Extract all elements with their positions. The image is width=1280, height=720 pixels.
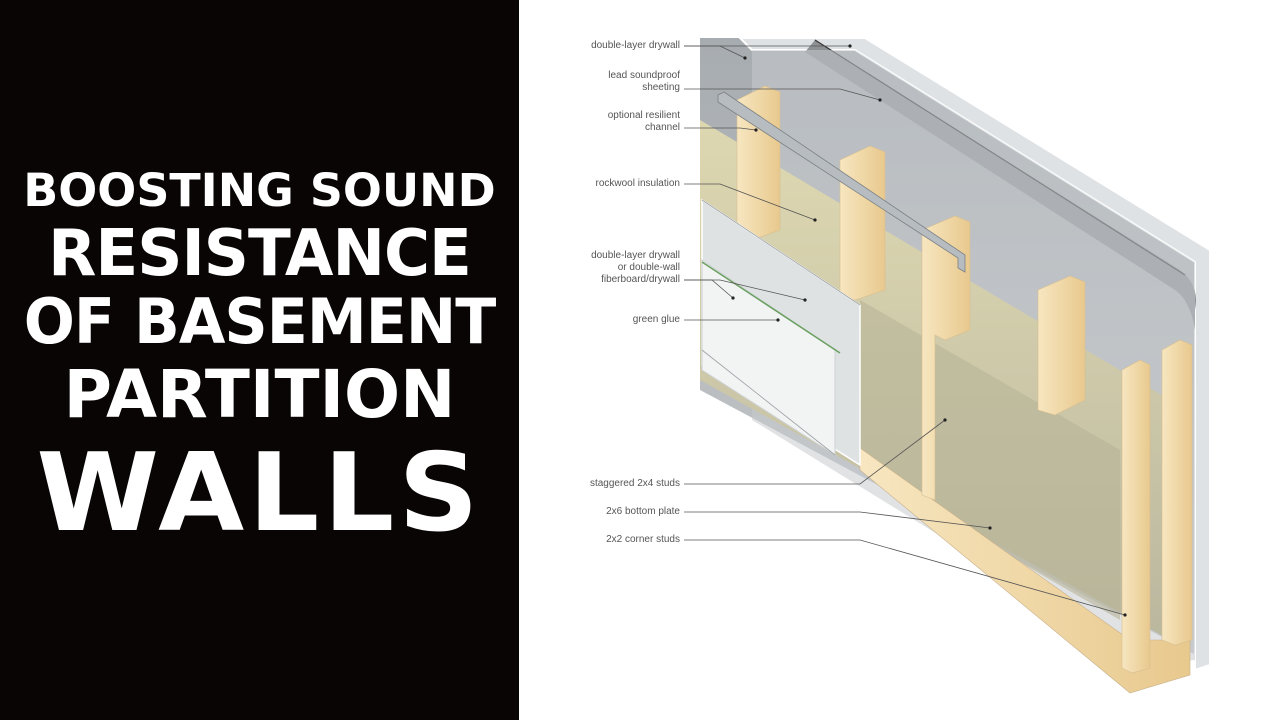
label-optional-resilient-channel: optional resilient channel <box>607 110 680 133</box>
title-line-1: BOOSTING SOUND <box>23 164 496 217</box>
leader-lines <box>684 45 1126 616</box>
title-line-5: WALLS <box>36 431 483 556</box>
title-panel: BOOSTING SOUND RESISTANCE OF BASEMENT PA… <box>0 0 519 720</box>
front-drywall <box>701 198 861 467</box>
wall-cross-section-diagram <box>519 0 1280 720</box>
wall-illustration <box>684 37 1211 694</box>
label-rockwool-insulation: rockwool insulation <box>595 178 681 189</box>
studs <box>736 85 1193 674</box>
label-double-layer-drywall: double-layer drywall <box>591 40 680 51</box>
green-glue-line <box>701 261 841 354</box>
label-bottom-plate: 2x6 bottom plate <box>606 506 680 517</box>
label-green-glue: green glue <box>632 314 680 325</box>
label-lead-soundproof-sheeting: lead soundproof sheeting <box>608 70 680 93</box>
title-line-4: PARTITION <box>63 356 456 433</box>
label-staggered-studs: staggered 2x4 studs <box>589 478 680 489</box>
arrow-heads <box>731 44 1127 617</box>
label-corner-studs: 2x2 corner studs <box>606 534 680 545</box>
resilient-channel <box>717 91 966 273</box>
label-front-drywall: double-layer drywall or double-wall fibe… <box>591 250 680 285</box>
title-line-2: RESISTANCE <box>48 217 472 291</box>
title-line-3: OF BASEMENT <box>23 285 497 358</box>
